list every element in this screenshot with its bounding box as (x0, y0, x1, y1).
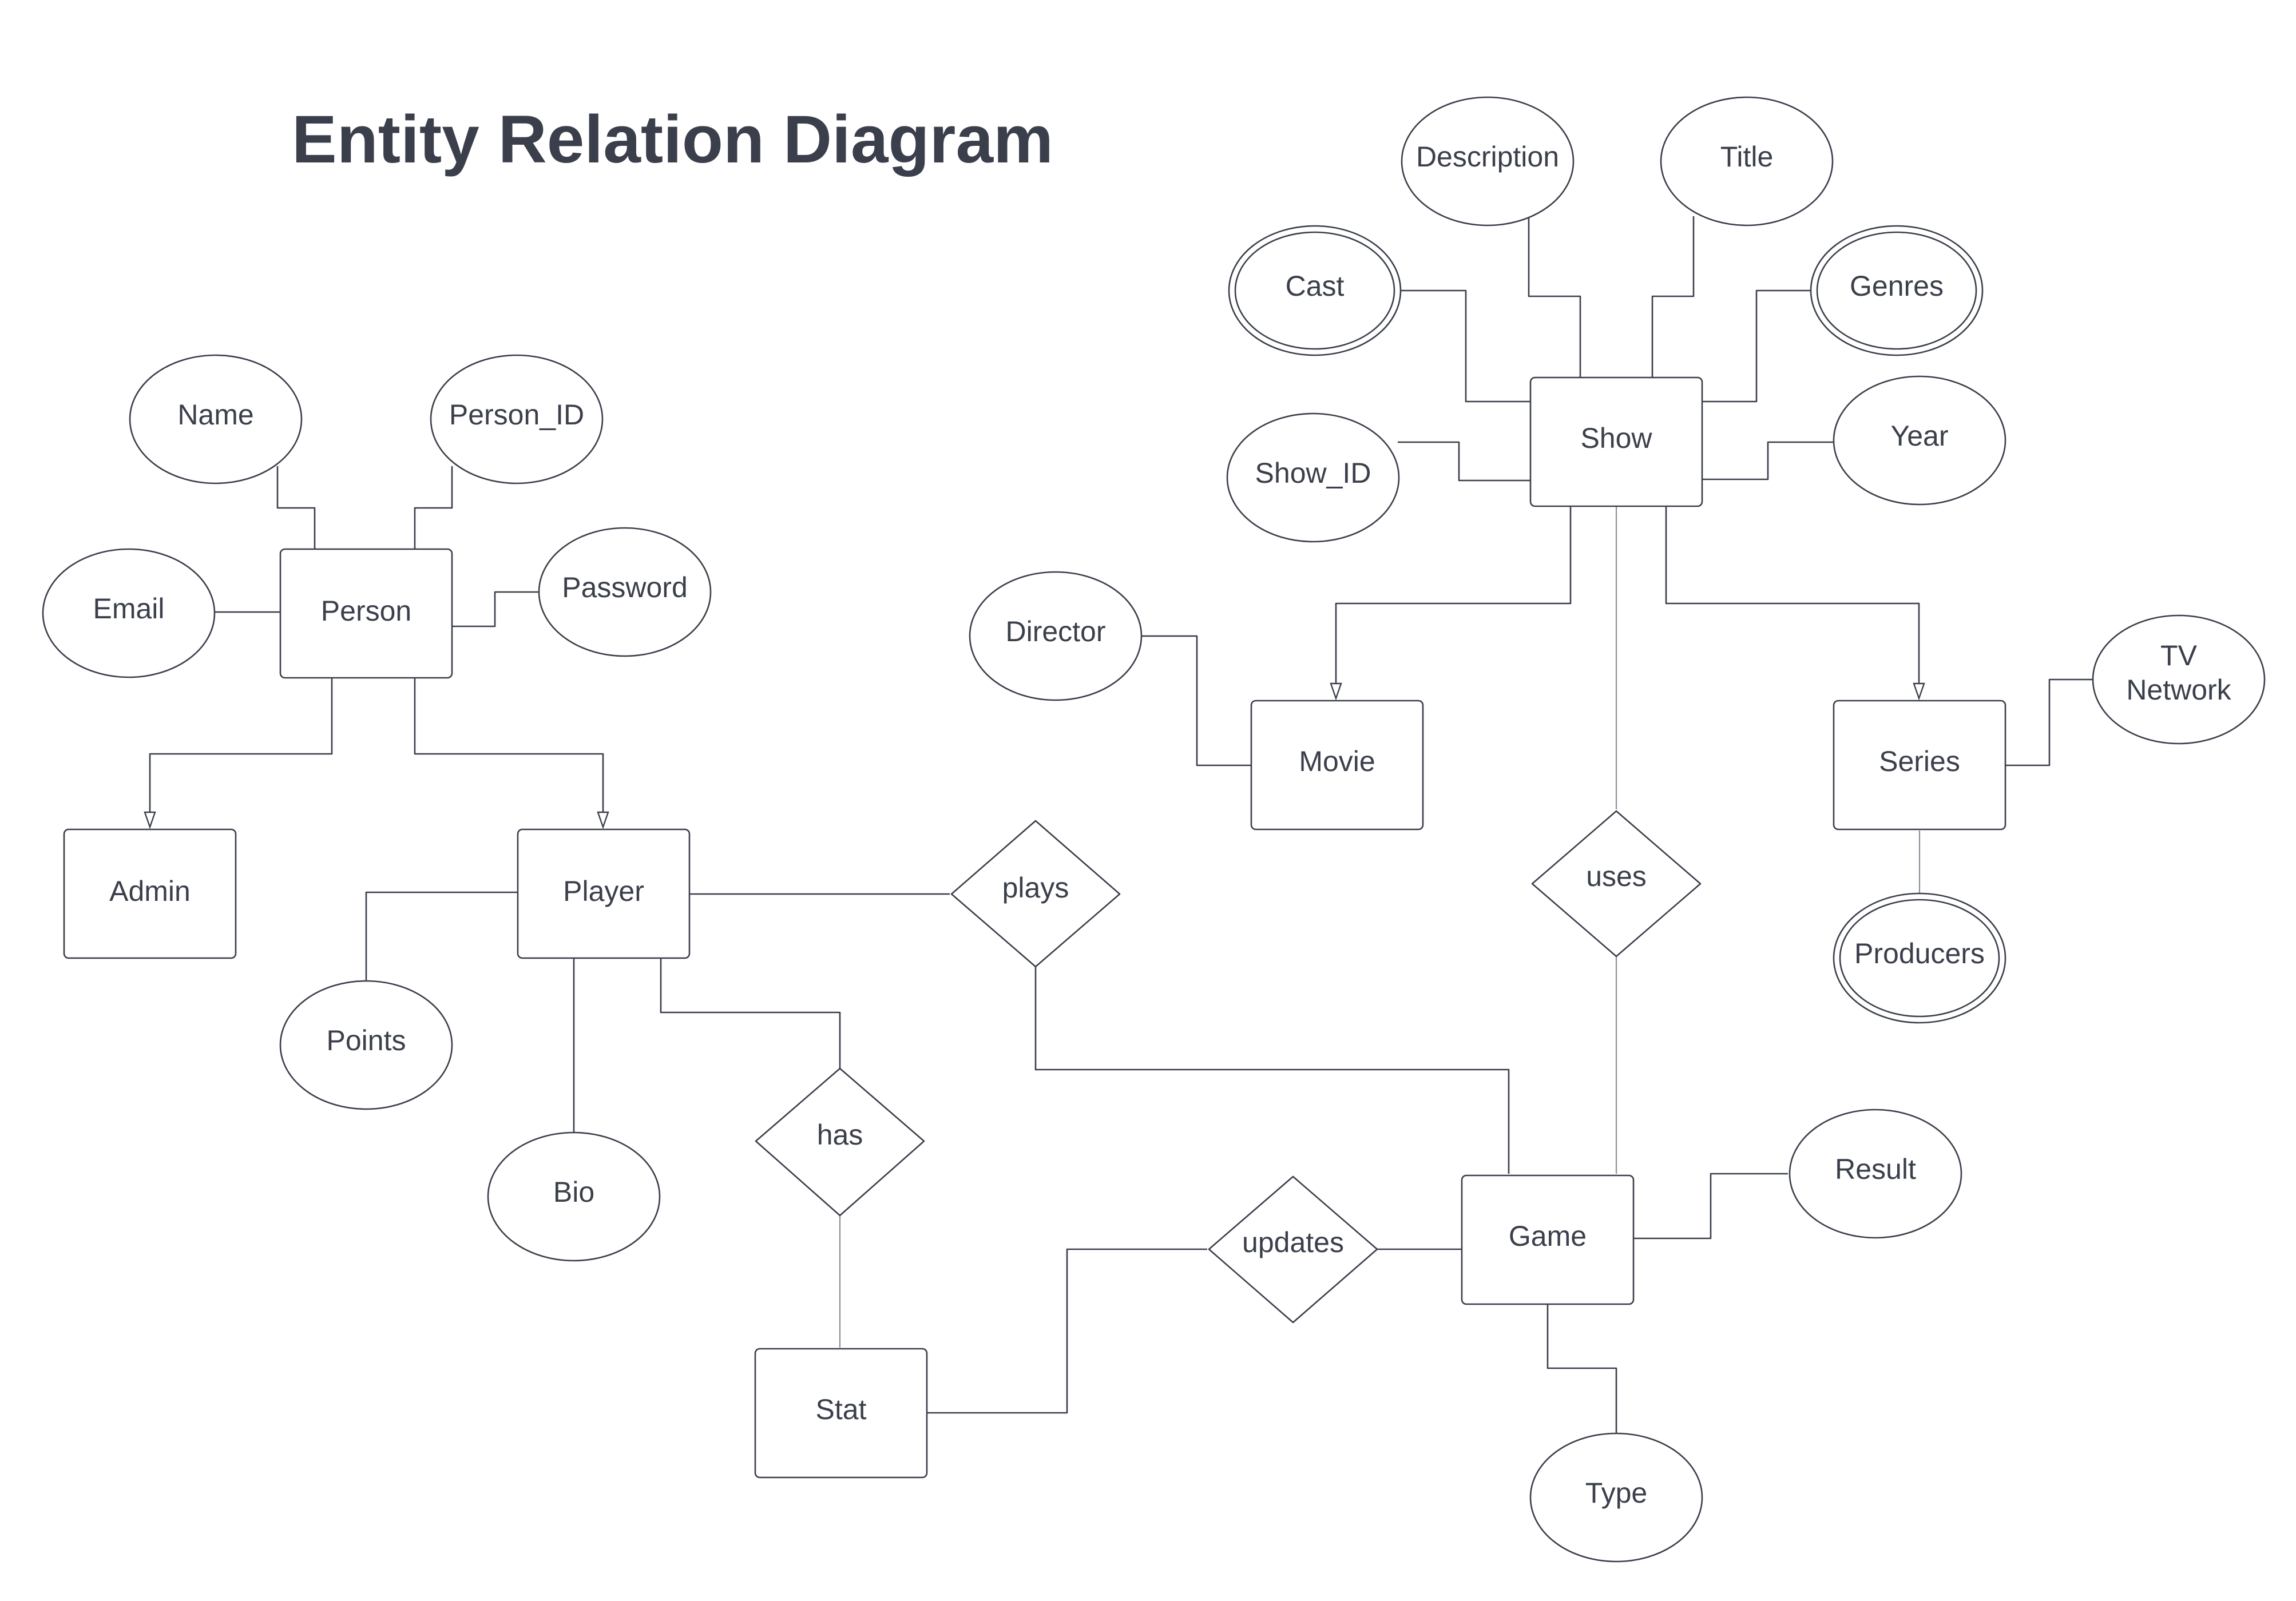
edge-series-tvnetwork (2005, 678, 2094, 766)
entity-label: Admin (109, 875, 191, 907)
attribute-label: Name (177, 399, 253, 431)
edge-password-person (452, 591, 541, 627)
attribute-label: Bio (553, 1176, 594, 1208)
relationships: plays uses has updates (755, 810, 1702, 1324)
attribute-type[interactable]: Type (1529, 1432, 1703, 1563)
attribute-bio[interactable]: Bio (487, 1131, 661, 1262)
attribute-email[interactable]: Email (42, 548, 216, 678)
entity-person[interactable]: Person (279, 548, 453, 679)
diagram-title: Entity Relation Diagram (292, 102, 1054, 177)
edge-director-movie (1140, 635, 1251, 766)
edge-game-type (1546, 1303, 1617, 1433)
attribute-label: Description (1416, 141, 1559, 173)
edge-name-person (276, 466, 316, 549)
entity-player[interactable]: Player (517, 828, 691, 959)
edge-personid-person (414, 466, 453, 549)
edge-player-has (660, 958, 841, 1068)
entity-label: Game (1509, 1220, 1587, 1252)
attribute-director[interactable]: Director (969, 571, 1143, 701)
arrowhead-admin (144, 811, 156, 829)
attribute-label: Email (93, 593, 164, 625)
attribute-person-id[interactable]: Person_ID (430, 354, 604, 484)
entity-label: Person (321, 595, 411, 627)
edge-title-show (1651, 216, 1695, 378)
edge-game-result (1633, 1173, 1788, 1240)
attribute-label-line2: Network (2126, 674, 2231, 706)
entity-label: Movie (1299, 745, 1375, 777)
entity-stat[interactable]: Stat (754, 1348, 928, 1479)
attribute-producers[interactable]: Producers (1833, 892, 2006, 1024)
entity-show[interactable]: Show (1529, 376, 1703, 507)
entity-admin[interactable]: Admin (63, 828, 237, 959)
attribute-label: Password (562, 571, 688, 603)
attribute-label: Points (327, 1024, 406, 1056)
entity-label: Series (1879, 745, 1960, 777)
attribute-cast[interactable]: Cast (1228, 225, 1402, 356)
attribute-label: Producers (1854, 937, 1985, 970)
relationship-has[interactable]: has (755, 1067, 925, 1217)
entity-label: Show (1580, 422, 1652, 454)
relationship-label: uses (1586, 860, 1647, 892)
attributes: Name Person_ID Email Password Points B (42, 96, 2266, 1563)
relationship-updates[interactable]: updates (1208, 1175, 1378, 1324)
edge-showid-show (1398, 441, 1530, 482)
attribute-password[interactable]: Password (538, 527, 712, 657)
arrowhead-movie (1330, 682, 1342, 701)
connectors (149, 216, 2094, 1433)
attribute-label: Show_ID (1255, 457, 1371, 489)
edge-genres-show (1702, 289, 1813, 403)
arrowhead-series (1913, 682, 1925, 701)
attribute-label-line1: TV (2160, 639, 2198, 672)
entity-series[interactable]: Series (1833, 700, 2006, 831)
edge-cast-show (1397, 289, 1530, 403)
attribute-name[interactable]: Name (129, 354, 303, 484)
attribute-label: Type (1585, 1477, 1647, 1509)
relationship-label: plays (1002, 872, 1069, 904)
edge-player-points (365, 891, 518, 981)
attribute-result[interactable]: Result (1789, 1109, 1962, 1239)
edge-show-series (1665, 506, 1920, 689)
attribute-points[interactable]: Points (279, 980, 453, 1110)
attribute-year[interactable]: Year (1833, 375, 2006, 506)
entities: Person Admin Player Show Movie Series (63, 376, 2006, 1479)
relationship-label: updates (1242, 1226, 1344, 1258)
arrowhead-player (597, 811, 609, 829)
entity-label: Player (563, 875, 644, 907)
attribute-description[interactable]: Description (1401, 96, 1575, 227)
edge-year-show (1702, 441, 1834, 480)
entity-label: Stat (816, 1393, 867, 1425)
edge-person-player (414, 678, 604, 818)
edge-stat-updates (927, 1248, 1207, 1414)
attribute-tv-network[interactable]: TV Network (2092, 614, 2266, 745)
relationship-uses[interactable]: uses (1531, 810, 1702, 958)
arrowheads (144, 682, 1925, 829)
edge-show-movie (1335, 506, 1572, 689)
attribute-label: Person_ID (449, 399, 584, 431)
attribute-label: Title (1720, 141, 1774, 173)
entity-game[interactable]: Game (1461, 1174, 1635, 1305)
edge-description-show (1528, 216, 1581, 378)
attribute-label: Result (1835, 1153, 1916, 1185)
attribute-show-id[interactable]: Show_ID (1226, 412, 1400, 543)
attribute-label: Genres (1850, 270, 1944, 302)
attribute-genres[interactable]: Genres (1810, 225, 1984, 356)
attribute-label: Cast (1286, 270, 1345, 302)
attribute-title[interactable]: Title (1660, 96, 1834, 227)
attribute-label: Year (1890, 420, 1948, 452)
relationship-label: has (817, 1119, 863, 1151)
edge-plays-game (1034, 967, 1510, 1174)
entity-movie[interactable]: Movie (1250, 700, 1424, 831)
relationship-plays[interactable]: plays (950, 820, 1121, 968)
attribute-label: Director (1005, 615, 1105, 647)
edge-person-admin (149, 678, 333, 818)
